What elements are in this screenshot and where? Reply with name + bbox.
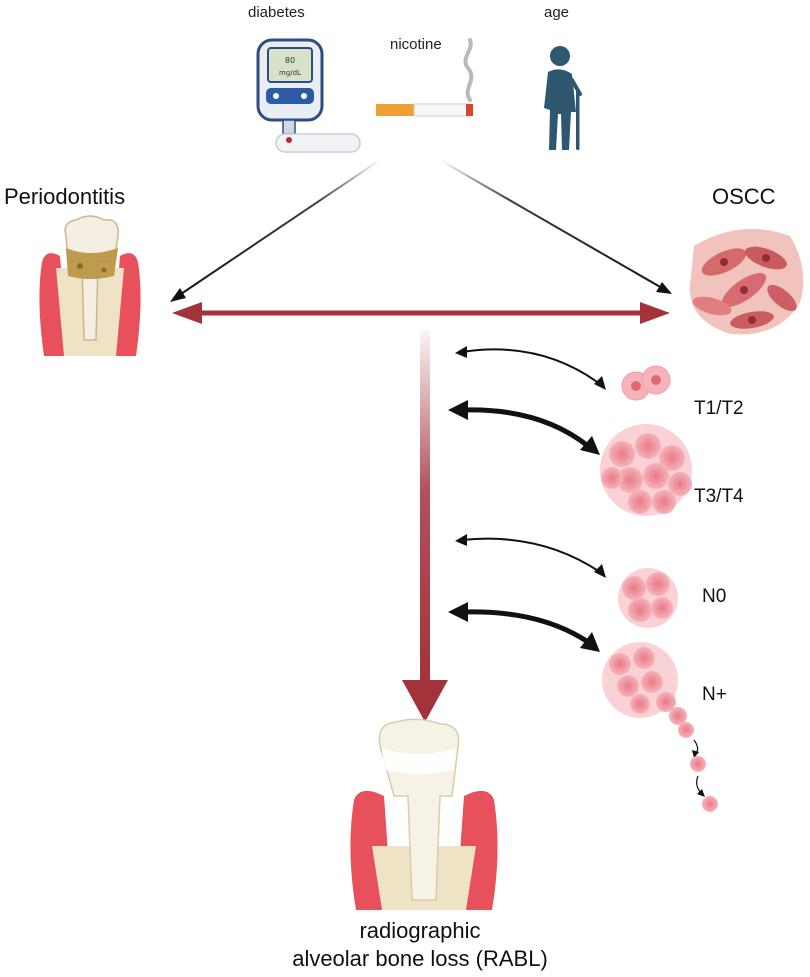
rabl-arrowhead: [402, 680, 448, 722]
nplus-arrow: [448, 602, 600, 652]
nicotine-label: nicotine: [390, 36, 442, 53]
t1t2-arrow: [455, 346, 606, 390]
elderly-person-icon: [544, 46, 582, 150]
glucometer-icon: 80 mg/dL: [256, 38, 361, 153]
n0-arrow: [455, 534, 606, 578]
rabl-label-line2: alveolar bone loss (RABL): [292, 946, 548, 971]
meter-unit: mg/dL: [279, 69, 301, 77]
diseased-tooth-icon: [39, 215, 141, 356]
meter-value: 80: [285, 56, 295, 65]
t3t4-arrow: [448, 400, 600, 455]
risk-to-periodontitis-arrowhead: [170, 288, 186, 302]
risk-to-oscc-arrowhead: [656, 282, 672, 294]
t1t2-cells-icon: [621, 365, 671, 401]
n0-cells-icon: [618, 568, 678, 628]
risk-to-periodontitis-arrow: [177, 159, 381, 297]
t3t4-label: T3/T4: [694, 486, 744, 507]
rabl-arrow-shaft: [420, 330, 430, 682]
diabetes-label: diabetes: [248, 4, 305, 21]
t3t4-cells-icon: [600, 424, 692, 516]
n0-label: N0: [702, 586, 727, 607]
nplus-label: N+: [702, 684, 727, 705]
age-label: age: [544, 4, 570, 21]
rabl-label-line1: radiographic: [359, 918, 481, 943]
t1t2-label: T1/T2: [694, 398, 744, 419]
tumor-tissue-icon: [689, 228, 804, 335]
oscc-label: OSCC: [712, 184, 776, 209]
risk-to-oscc-arrow: [439, 159, 663, 289]
nplus-cells-icon: [602, 642, 718, 812]
cigarette-icon: [376, 38, 474, 117]
periodontitis-arrowhead: [172, 302, 202, 324]
tooth-bone-loss-icon: [350, 718, 498, 910]
oscc-arrowhead: [640, 302, 670, 324]
periodontitis-label: Periodontitis: [4, 184, 126, 209]
